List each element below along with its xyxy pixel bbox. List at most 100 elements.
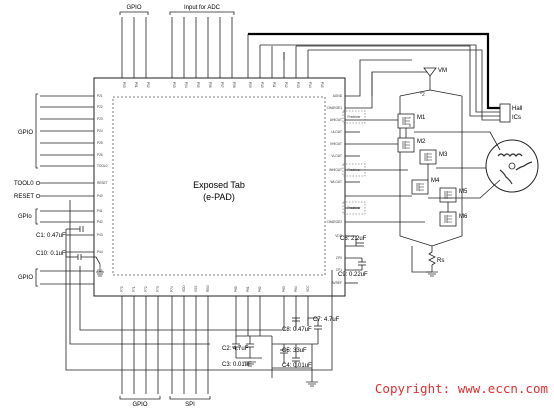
gpio-left2-label: GPIo — [18, 214, 32, 220]
pin-label-right: CHARGE1 — [327, 106, 343, 110]
pin-label-bottom: P70 — [120, 286, 124, 292]
pin-label-right: CP1 — [336, 268, 342, 272]
pin-label-left: P42 — [97, 220, 103, 224]
pin-label-top: P10 — [260, 82, 264, 88]
pin-label-top: P01 — [134, 82, 138, 88]
hall-ic-block — [499, 103, 511, 123]
pin-label-top: P05 — [196, 82, 200, 88]
pin-label-right: AVREF — [332, 281, 342, 285]
pin-label-bottom: REG — [206, 285, 210, 292]
pin-label-right: ULOUT — [331, 130, 342, 134]
gpio-left3-label: GPIO — [18, 275, 33, 281]
pin-label-top: P13 — [296, 82, 300, 88]
pin-label-bottom: P63 — [282, 286, 286, 292]
pin-label-left: P25 — [97, 141, 103, 145]
pin-label-right: AGND — [333, 94, 343, 98]
pin-label-left: P24 — [97, 129, 103, 133]
c9-label: C9: 0.22uF — [338, 272, 368, 278]
pin-label-top: P04 — [184, 82, 188, 88]
c2-label: C2: 4.7uF — [222, 346, 249, 352]
hall-label-2: ICs — [512, 115, 521, 121]
hall-wire-2 — [296, 45, 500, 117]
pin-label-top: P06 — [208, 82, 212, 88]
pin-label-top: P02 — [146, 82, 150, 88]
c6-label: C6: 2.2uF — [340, 236, 367, 242]
pin-label-right: CP0 — [336, 256, 342, 260]
pin-label-top: P08 — [232, 82, 236, 88]
motor-body — [485, 139, 539, 193]
hall-wire-3 — [308, 49, 500, 121]
adc-top-brace — [169, 11, 235, 15]
gpio-left1-brace — [35, 93, 38, 169]
bottom-routing-wires — [65, 200, 333, 371]
m1-label: M1 — [417, 115, 426, 121]
m2-label: M2 — [417, 139, 426, 145]
c3-label: C3: 0.01uF — [222, 362, 252, 368]
adc-top-label: Input for ADC — [184, 5, 221, 11]
pin-label-bottom: VCC — [306, 285, 310, 292]
left-ground-symbol — [96, 264, 104, 277]
pin-label-bottom: VDD — [182, 285, 186, 292]
m3-label: M3 — [439, 152, 448, 158]
gpio-left2-brace — [35, 208, 38, 225]
pin-label-left: P26 — [97, 153, 103, 157]
gpio-top-label: GPIO — [126, 5, 141, 11]
m5-label: M5 — [459, 189, 468, 195]
pin-label-bottom: P72 — [144, 286, 148, 292]
tool0-label: TOOL0 — [14, 181, 34, 187]
pin-label-bottom: P71 — [132, 286, 136, 292]
m4-label: M4 — [431, 178, 440, 184]
pin-label-bottom: P73 — [156, 286, 160, 292]
pin-label-top: P15 — [320, 82, 324, 88]
pin-label-bottom: P60 — [234, 286, 238, 292]
left-pin-wires — [40, 95, 94, 285]
pin-label-top: P12 — [284, 82, 288, 88]
predriver-boxes: Predriver Predriver Predriver — [342, 110, 366, 215]
hall-label-1: Hall — [512, 106, 522, 112]
pin-label-top: P00 — [122, 82, 126, 88]
pin-label-top: P14 — [308, 82, 312, 88]
tool0-terminal — [35, 180, 41, 186]
bridge-motor-wires — [405, 128, 501, 212]
star2-label: *2 — [420, 92, 425, 98]
pin-label-left: P41 — [97, 209, 103, 213]
reset-terminal — [35, 193, 41, 199]
hall-bus-thick — [248, 32, 500, 110]
motor-winding-1 — [497, 153, 523, 157]
pin-label-left: P40 — [97, 194, 103, 198]
c7-label: C7: 4.7uF — [313, 317, 340, 323]
chip-title: Exposed Tab — [193, 180, 245, 190]
motor-center — [508, 162, 516, 170]
exposed-pad-outline — [112, 96, 326, 276]
gpio-left1-label: GPIO — [18, 130, 33, 136]
pin-label-top: P11 — [272, 82, 276, 88]
pin-label-bottom: P64 — [294, 286, 298, 292]
vm-label: VM — [438, 68, 447, 74]
gpio-top-brace — [119, 11, 149, 15]
c10-label: C10: 0.1uF — [36, 251, 66, 257]
pin-label-right: VDD — [335, 234, 342, 238]
pin-label-bottom: VSS — [194, 286, 198, 292]
gpio-bottom-brace — [119, 396, 161, 400]
c8-label: C8: 0.47uF — [282, 327, 312, 333]
bottom-cap-network — [232, 317, 322, 382]
hall-wire-1 — [260, 44, 500, 113]
shunt-ground — [426, 271, 438, 277]
shunt-resistor — [411, 246, 436, 273]
mosfet-internals — [402, 117, 452, 223]
pin-label-left: P22 — [97, 105, 103, 109]
gpio-bottom-label: GPIO — [132, 402, 147, 408]
m6-label: M6 — [459, 214, 468, 220]
pin-label-right: WHIOUT — [329, 168, 342, 172]
pin-label-top: P07 — [220, 82, 224, 88]
pin-label-left: P43 — [97, 233, 103, 237]
predriver-label-3: Predriver — [348, 206, 362, 210]
c4-label: C4: 0.01uF — [282, 363, 312, 369]
c1-capacitor — [65, 226, 84, 235]
pin-label-bottom: P61 — [246, 286, 250, 292]
pin-label-top: P03 — [172, 82, 176, 88]
c5-label: C5: 33uF — [282, 348, 307, 354]
